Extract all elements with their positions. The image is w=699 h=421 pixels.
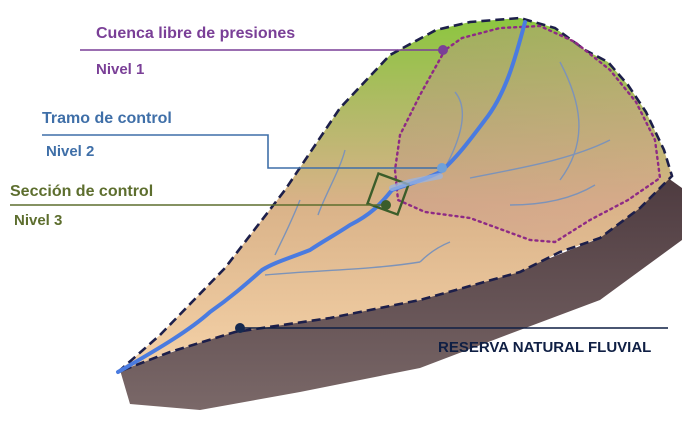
control-reach [389, 173, 443, 191]
basin-outline [117, 16, 674, 374]
marker-level1 [438, 45, 448, 55]
subbasin-level1 [393, 24, 662, 244]
main-river [116, 20, 527, 374]
leader-level2 [42, 134, 440, 169]
label-seccion-title: Sección de control [10, 183, 154, 200]
tributary-streams [264, 61, 611, 276]
marker-reserve [235, 323, 245, 333]
label-tramo-level: Nivel 2 [46, 143, 95, 160]
control-section-box [365, 171, 411, 217]
label-seccion-level: Nivel 3 [14, 212, 63, 229]
label-cuenca-title: Cuenca libre de presiones [96, 25, 296, 42]
terrain-side [120, 178, 682, 410]
label-tramo-title: Tramo de control [42, 110, 172, 127]
label-cuenca-level: Nivel 1 [96, 61, 145, 78]
marker-level3 [381, 200, 391, 210]
label-reserva: RESERVA NATURAL FLUVIAL [438, 339, 652, 356]
marker-level2 [437, 163, 447, 173]
